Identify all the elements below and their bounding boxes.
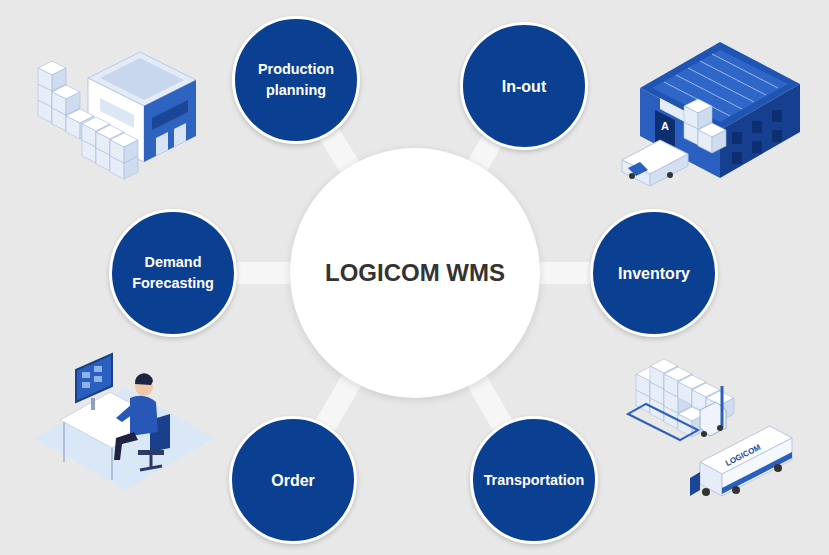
- module-label: In-out: [496, 76, 552, 97]
- hub-title: LOGICOM WMS: [319, 259, 511, 287]
- module-label: Transportation: [478, 470, 591, 491]
- module-circle: Production planning: [232, 16, 360, 144]
- spoke-connector: [478, 141, 492, 165]
- office-illustration: [35, 354, 215, 490]
- warehouse-illustration: [622, 42, 800, 186]
- module-circle: Demand Forecasting: [109, 209, 237, 337]
- spoke-connector: [540, 262, 590, 284]
- spoke-connector: [325, 381, 351, 425]
- module-label: Demand Forecasting: [112, 252, 234, 294]
- module-circle: In-out: [460, 22, 588, 150]
- module-label: Inventory: [612, 263, 696, 284]
- module-circle: Order: [229, 416, 357, 544]
- spoke-connector: [237, 262, 290, 284]
- door-sign: A: [661, 120, 669, 132]
- factory-illustration: [38, 52, 196, 179]
- logistics-illustration: [628, 359, 792, 496]
- module-label: Order: [265, 470, 321, 491]
- spoke-connector: [330, 134, 350, 166]
- module-circle: Transportation: [470, 416, 598, 544]
- spoke-connector: [477, 381, 502, 424]
- hub-circle: LOGICOM WMS: [290, 148, 540, 398]
- module-label: Production planning: [235, 59, 357, 101]
- module-circle: Inventory: [590, 209, 718, 337]
